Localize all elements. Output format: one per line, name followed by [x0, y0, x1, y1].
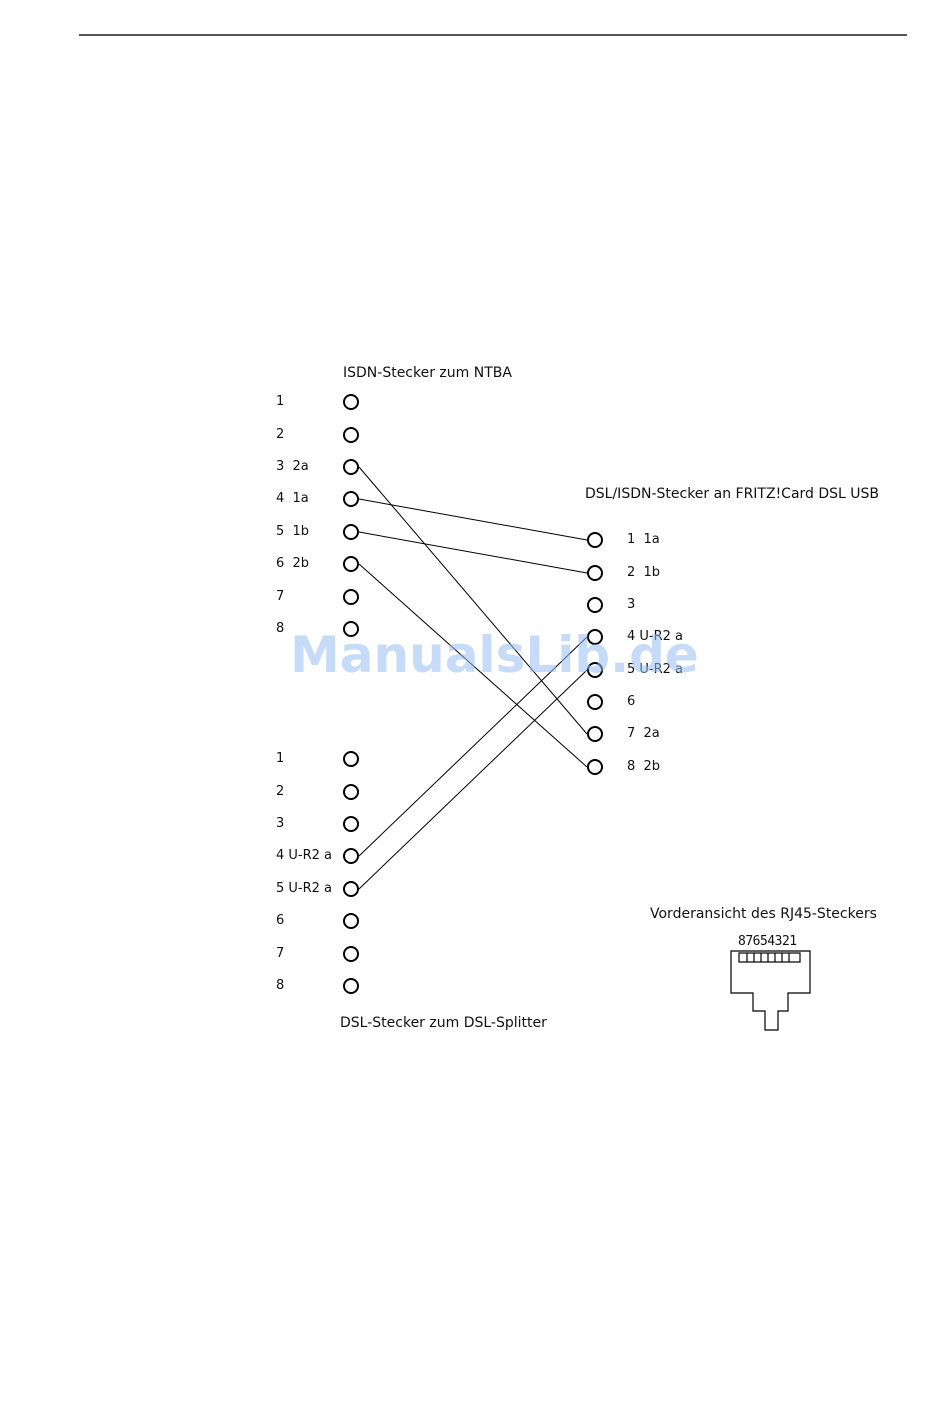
dsl-pin-1-label: 1 — [276, 751, 284, 767]
isdn-connector-title: ISDN-Stecker zum NTBA — [343, 364, 512, 382]
dsl-isdn-pin-3-label: 3 — [627, 597, 635, 613]
wire-isdn-5-to-dsl_isdn-2 — [359, 532, 587, 573]
dsl-isdn-pin-2-label: 2 1b — [627, 565, 660, 581]
dsl-pin-6-label: 6 — [276, 913, 284, 929]
dsl-pin-8-circle — [343, 978, 359, 994]
isdn-pin-6-label: 6 2b — [276, 556, 309, 572]
dsl-connector-title: DSL-Stecker zum DSL-Splitter — [340, 1014, 547, 1032]
dsl-isdn-pin-8-label: 8 2b — [627, 759, 660, 775]
dsl-pin-4-circle — [343, 848, 359, 864]
dsl-isdn-pin-6-circle — [587, 694, 603, 710]
wire-dsl-5-to-dsl_isdn-5 — [359, 670, 587, 889]
dsl-isdn-pin-1-label: 1 1a — [627, 532, 660, 548]
dsl-pin-3-label: 3 — [276, 816, 284, 832]
isdn-pin-4-circle — [343, 491, 359, 507]
isdn-pin-2-circle — [343, 427, 359, 443]
wire-isdn-3-to-dsl_isdn-7 — [359, 467, 587, 734]
dsl-pin-4-label: 4 U-R2 a — [276, 848, 332, 864]
dsl-isdn-pin-6-label: 6 — [627, 694, 635, 710]
isdn-pin-7-label: 7 — [276, 589, 284, 605]
rj45-pin-digits: 87654321 — [738, 934, 797, 949]
dsl-isdn-pin-7-circle — [587, 726, 603, 742]
dsl-pin-2-label: 2 — [276, 784, 284, 800]
isdn-pin-3-circle — [343, 459, 359, 475]
dsl-isdn-pin-2-circle — [587, 565, 603, 581]
dsl-isdn-connector-title: DSL/ISDN-Stecker an FRITZ!Card DSL USB — [585, 485, 879, 503]
dsl-pin-5-label: 5 U-R2 a — [276, 881, 332, 897]
isdn-pin-1-label: 1 — [276, 394, 284, 410]
dsl-isdn-pin-1-circle — [587, 532, 603, 548]
dsl-pin-6-circle — [343, 913, 359, 929]
watermark: ManualsLib.de — [290, 626, 699, 684]
dsl-pin-7-label: 7 — [276, 946, 284, 962]
isdn-pin-6-circle — [343, 556, 359, 572]
isdn-pin-2-label: 2 — [276, 427, 284, 443]
dsl-pin-5-circle — [343, 881, 359, 897]
wire-isdn-4-to-dsl_isdn-1 — [359, 499, 587, 540]
isdn-pin-5-label: 5 1b — [276, 524, 309, 540]
dsl-pin-1-circle — [343, 751, 359, 767]
dsl-pin-2-circle — [343, 784, 359, 800]
isdn-pin-4-label: 4 1a — [276, 491, 309, 507]
rj45-connector-icon — [731, 951, 810, 1030]
dsl-pin-7-circle — [343, 946, 359, 962]
isdn-pin-8-label: 8 — [276, 621, 284, 637]
dsl-isdn-pin-3-circle — [587, 597, 603, 613]
isdn-pin-1-circle — [343, 394, 359, 410]
dsl-pin-8-label: 8 — [276, 978, 284, 994]
isdn-pin-3-label: 3 2a — [276, 459, 309, 475]
dsl-isdn-pin-7-label: 7 2a — [627, 726, 660, 742]
isdn-pin-5-circle — [343, 524, 359, 540]
dsl-pin-3-circle — [343, 816, 359, 832]
rj45-title: Vorderansicht des RJ45-Steckers — [650, 906, 877, 922]
isdn-pin-7-circle — [343, 589, 359, 605]
dsl-isdn-pin-8-circle — [587, 759, 603, 775]
